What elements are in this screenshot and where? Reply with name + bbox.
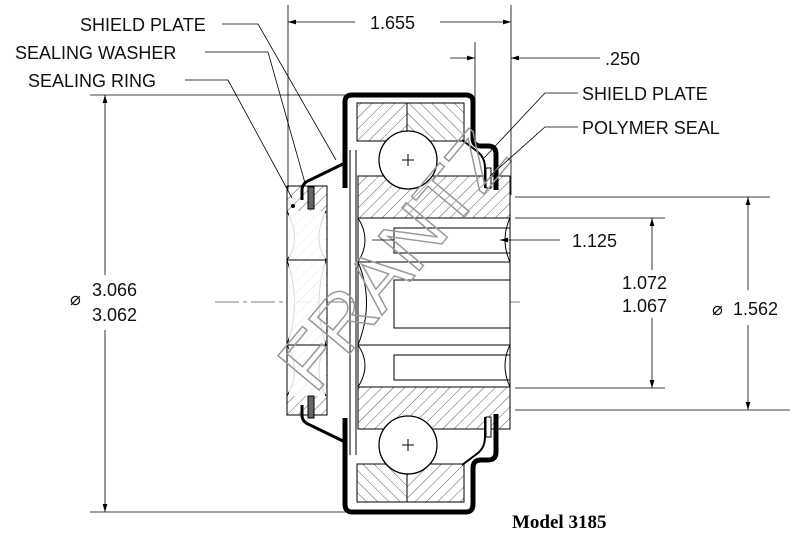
- label-sealing-ring: SEALING RING: [28, 71, 156, 91]
- dim-overall-width: 1.655: [370, 13, 415, 33]
- dim-bore-max: 1.072: [622, 273, 667, 293]
- outer-race-bottom: [356, 463, 465, 503]
- dim-outer-diameter-max: 3.066: [92, 280, 137, 300]
- label-shield-plate-right: SHIELD PLATE: [582, 84, 708, 104]
- inner-ring: [357, 175, 511, 430]
- dim-step-width: .250: [605, 49, 640, 69]
- housing: [342, 92, 499, 515]
- shield-plate-right: [461, 139, 486, 466]
- label-sealing-washer: SEALING WASHER: [15, 43, 176, 63]
- sealing-ring: [286, 185, 328, 416]
- diameter-symbol: ⌀: [70, 289, 81, 309]
- dim-hub-diameter: 1.562: [733, 299, 778, 319]
- dim-outer-diameter-min: 3.062: [92, 305, 137, 325]
- shield-plate-left: [300, 161, 346, 444]
- dimension-lines: [90, 5, 790, 513]
- ball-top: [378, 130, 438, 190]
- model-caption: Model 3185: [512, 512, 606, 533]
- ball-bottom: [378, 415, 438, 475]
- polymer-seal: [485, 167, 492, 189]
- dim-bolt-spacing: 1.125: [572, 231, 617, 251]
- label-shield-plate-left: SHIELD PLATE: [80, 15, 206, 35]
- diameter-symbol-hub: ⌀: [712, 299, 723, 319]
- dim-bore-min: 1.067: [622, 296, 667, 316]
- sealing-washer: [307, 186, 315, 210]
- label-polymer-seal: POLYMER SEAL: [582, 118, 720, 138]
